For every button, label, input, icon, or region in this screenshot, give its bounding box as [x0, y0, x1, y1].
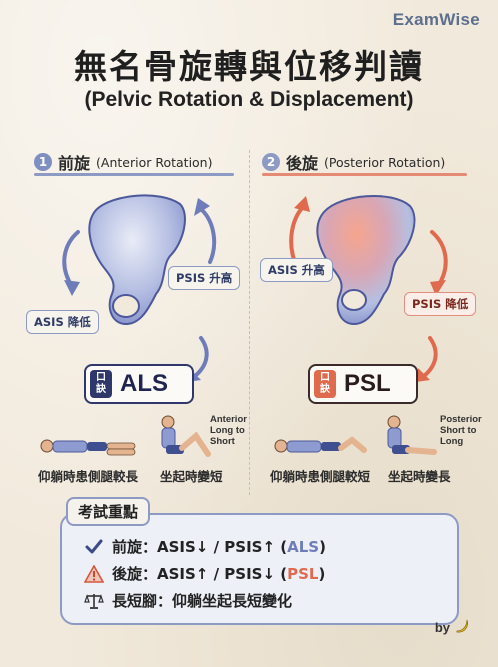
summary-row-leg-length: 長短腳：仰躺坐起長短變化 [84, 590, 292, 611]
summary-box [60, 513, 459, 625]
summary-row-leg-length-text: 長短腳：仰躺坐起長短變化 [112, 592, 293, 610]
lying-person-illustration [274, 436, 367, 453]
anterior-underline [34, 173, 234, 176]
posterior-mnemonic-box: 口 訣 PSL [308, 364, 418, 404]
step-number-1: 1 [34, 153, 52, 171]
summary-row-anterior-code: ALS [287, 538, 320, 556]
posterior-down-arrow [430, 230, 448, 296]
anterior-down-arrow [62, 230, 80, 296]
sitting-person-illustration [161, 415, 211, 457]
anterior-mnemonic-box: 口 訣 ALS [84, 364, 194, 404]
page-subtitle: (Pelvic Rotation & Displacement) [84, 88, 414, 111]
posterior-asis-tag: ASIS 升高 [260, 258, 333, 282]
banana-icon [454, 618, 470, 637]
anterior-asis-tag: ASIS 降低 [26, 310, 99, 334]
anterior-psis-tag: PSIS 升高 [168, 266, 241, 290]
posterior-curve-arrow [416, 336, 438, 382]
signature-text: by [434, 620, 450, 635]
posterior-underline [262, 173, 467, 176]
anterior-side-note: Anterior Long to Short [210, 414, 247, 447]
posterior-pelvis-illustration [316, 195, 416, 326]
summary-row-posterior-close: ) [318, 565, 326, 583]
anterior-caption-sitting: 坐起時變短 [160, 469, 223, 484]
posterior-caption-sitting: 坐起時變長 [388, 469, 451, 484]
mnemonic-label: 口 訣 [90, 370, 112, 398]
anterior-heading-en: (Anterior Rotation) [96, 154, 213, 170]
posterior-caption-lying: 仰躺時患側腿較短 [270, 469, 371, 484]
posterior-up-arrow [289, 196, 310, 262]
lying-person-illustration [40, 439, 136, 456]
column-divider [249, 150, 250, 495]
summary-row-posterior-text: 後旋：ASIS↑ / PSIS↓ ( [112, 565, 288, 583]
posterior-side-note: Posterior Short to Long [440, 414, 482, 447]
posterior-heading-en: (Posterior Rotation) [324, 154, 446, 170]
check-icon [84, 537, 104, 557]
anterior-mnemonic-code: ALS [120, 370, 168, 397]
summary-row-anterior-text: 前旋：ASIS↓ / PSIS↑ ( [112, 538, 288, 556]
anterior-pelvis-illustration [88, 194, 186, 326]
summary-row-anterior-close: ) [319, 538, 326, 556]
signature: by [435, 618, 470, 637]
summary-row-posterior: 後旋：ASIS↑ / PSIS↓ (PSL) [84, 563, 325, 584]
posterior-psis-tag: PSIS 降低 [404, 292, 477, 316]
anterior-heading-zh: 前旋 [58, 154, 91, 173]
warning-icon [84, 564, 104, 584]
posterior-mnemonic-code: PSL [344, 370, 391, 397]
posterior-heading: 2 後旋 (Posterior Rotation) [262, 150, 445, 174]
scale-icon [84, 591, 104, 611]
summary-row-posterior-code: PSL [287, 565, 319, 583]
summary-row-anterior: 前旋：ASIS↓ / PSIS↑ (ALS) [84, 536, 326, 557]
anterior-caption-lying: 仰躺時患側腿較長 [38, 469, 139, 484]
summary-title: 考試重點 [66, 497, 151, 526]
anterior-up-arrow [194, 198, 217, 264]
brand-logo: ExamWise [392, 10, 480, 29]
anterior-heading: 1 前旋 (Anterior Rotation) [34, 150, 212, 174]
mnemonic-label: 口 訣 [314, 370, 336, 398]
page-title: 無名骨旋轉與位移判讀 [74, 47, 424, 86]
sitting-person-illustration [387, 415, 437, 455]
step-number-2: 2 [262, 153, 280, 171]
posterior-heading-zh: 後旋 [286, 154, 319, 173]
